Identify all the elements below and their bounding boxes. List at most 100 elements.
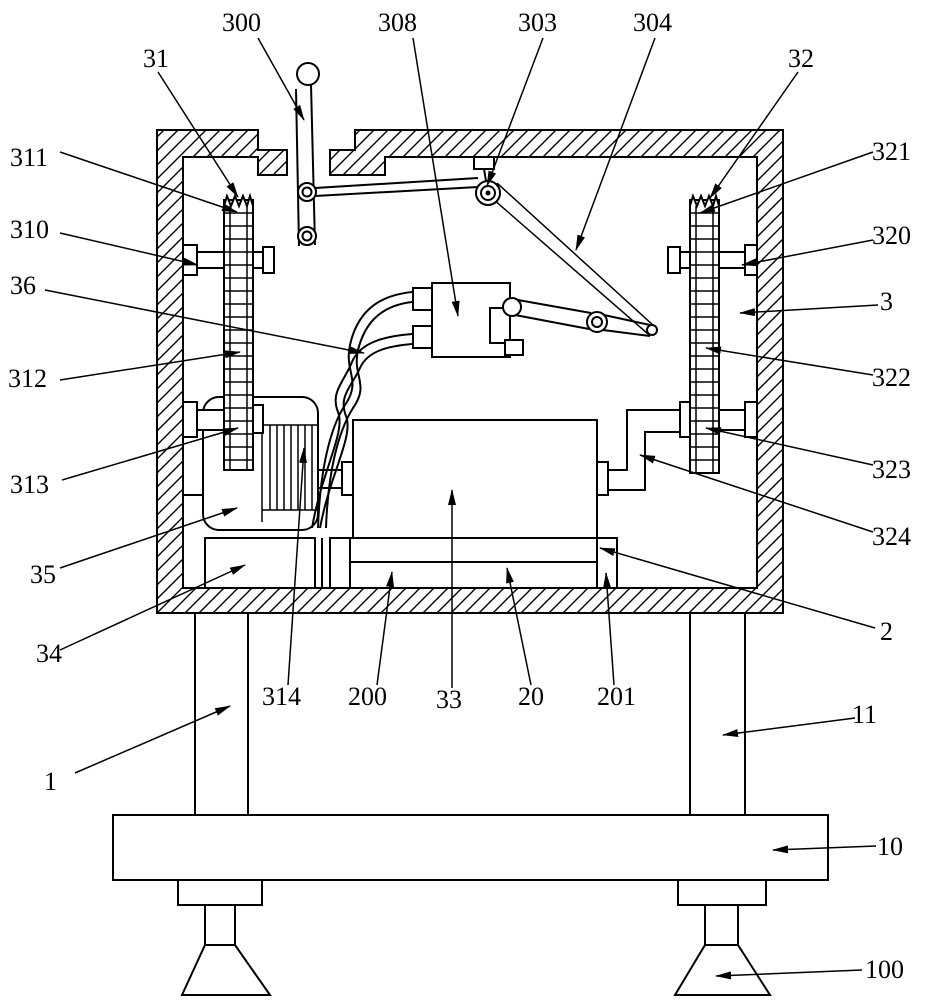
lever-ball [296,62,320,86]
arm-end-pin [646,324,658,336]
bearing-shaft [718,409,746,431]
central-box [341,419,609,539]
central-box-right-connector [596,461,609,496]
lever [295,62,479,247]
label-100: 100 [865,955,904,984]
left-rack-teeth [224,212,253,461]
left-rack-top-teeth [223,192,254,210]
left-rack [223,192,254,471]
bearing-block [744,244,758,276]
tray [329,537,618,589]
right-foot-stem [704,904,739,946]
lever-pivot-upper-pin [301,186,313,198]
housing-walls [156,129,784,614]
leader-lines [44,37,879,980]
label-10: 10 [877,832,903,861]
label-201: 201 [597,682,636,711]
lever-bar-edge [295,88,300,247]
label-304: 304 [633,8,672,37]
arm-edge [602,329,651,337]
label-310: 310 [10,215,49,244]
lower-left-bearing [182,401,264,438]
label-308: 308 [378,8,417,37]
lower-right-bearing [679,401,758,438]
bearing-block [262,246,275,274]
cable-line [496,182,655,327]
leader-34 [59,564,246,651]
label-32: 32 [788,44,814,73]
leader-322 [705,346,874,376]
bearing-shaft [718,251,746,269]
lever-bar-edge [310,83,316,246]
left-foot [177,879,272,996]
label-323: 323 [872,455,911,484]
label-324: 324 [872,522,911,551]
left-leg [194,612,249,816]
arm-edge [603,314,651,326]
left-foot-stem [204,904,236,946]
upper-box-body [431,282,511,358]
leader-35 [59,507,238,569]
leader-323 [705,427,874,466]
leader-100 [715,969,863,980]
right-foot [673,879,772,996]
leader-314 [287,447,307,686]
bearing-shaft [252,251,264,269]
right-foot-block [677,879,767,906]
label-303: 303 [518,8,557,37]
label-31: 31 [143,44,169,73]
bearing-shaft [679,251,691,269]
leader-11 [722,717,856,738]
pulley-bracket [473,156,495,170]
label-33: 33 [436,685,462,714]
left-rack-body [223,199,254,471]
right-rack-body [689,199,720,474]
leader-10 [772,845,877,854]
pulley-axle [485,190,491,196]
tube-a-edge [325,301,413,529]
right-pipe [608,409,683,491]
leader-31 [157,71,239,198]
leader-201 [603,572,615,686]
right-pipe-inner-edge [608,431,683,491]
label-34: 34 [36,639,62,668]
leader-308 [412,37,460,317]
label-300: 300 [222,8,261,37]
left-foot-block [177,879,263,906]
leader-311 [59,151,238,213]
bearing-shaft [196,409,225,431]
leader-32 [709,71,799,199]
label-320: 320 [872,221,911,250]
label-311: 311 [10,143,48,172]
leader-313 [61,427,239,481]
label-321: 321 [872,137,911,166]
leader-300 [257,37,305,121]
label-322: 322 [872,363,911,392]
base-plate [112,814,829,881]
pulley-hanger [483,168,487,182]
label-35: 35 [30,560,56,589]
label-11: 11 [852,700,877,729]
leader-320 [741,239,874,267]
upper-box-port-bottom [412,325,433,349]
twisted-tubes [311,291,413,529]
leader-312 [59,350,241,381]
legs [194,612,746,816]
left-foot-pad [180,944,272,996]
bearing-block [182,401,198,438]
bearing-block [182,244,198,276]
arm-knob [502,297,522,317]
arm-edge [517,299,592,314]
upper-box-base [504,339,524,356]
tube-b-edge [319,343,413,529]
bearing-block [667,246,681,274]
motor-fins [269,425,313,510]
label-20: 20 [518,682,544,711]
arm-joint-pin [591,316,603,328]
leader-303 [486,37,544,187]
label-1: 1 [44,767,57,796]
motor-end-cap [182,429,206,496]
label-314: 314 [262,682,301,711]
